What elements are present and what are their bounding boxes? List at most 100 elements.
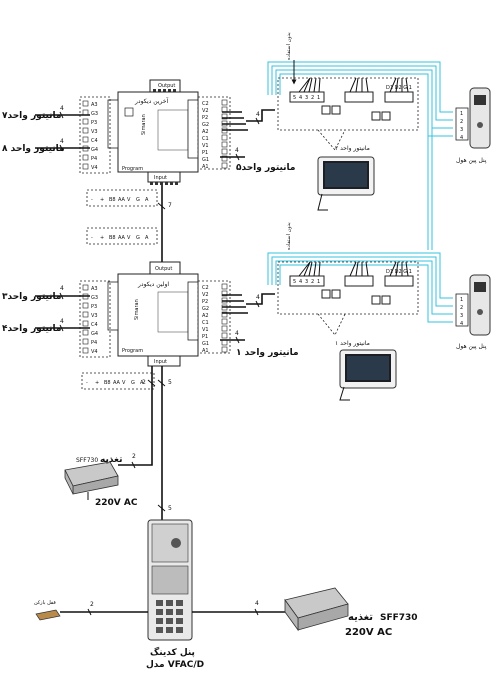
jumper	[331, 105, 341, 115]
input-terminals	[150, 182, 178, 185]
first-decoder-label: اولین دیکودر	[137, 281, 169, 288]
supply-model: SFF730	[76, 457, 98, 464]
monitor-terminal-d	[384, 275, 414, 287]
bus-label: A	[140, 380, 144, 386]
terminal-label: G2	[202, 122, 209, 128]
panel-pin-number: 3	[460, 313, 463, 319]
bus-label: AA	[113, 380, 121, 386]
bus-label: V	[127, 197, 131, 203]
chip	[124, 107, 134, 117]
terminal-screw	[82, 302, 89, 309]
terminal-label: P4	[91, 340, 97, 346]
bus-label: -	[86, 380, 88, 386]
keypad-panel-label: پنل کدینگ	[150, 646, 195, 658]
lock-label: قفل بازکن	[34, 600, 56, 606]
monitor-terminal-number: 1	[317, 95, 320, 101]
bus-label: B8	[109, 235, 116, 241]
monitor-terminal-number: 1	[317, 279, 320, 285]
panel-pin-number: 3	[460, 127, 463, 133]
power-supply-top: SFF730 تغذیه 220V AC	[64, 455, 138, 508]
jumper	[321, 289, 331, 299]
supply-word: تغذیه	[348, 612, 373, 623]
terminal-label: C1	[202, 320, 209, 326]
board-left-strip	[107, 281, 119, 331]
d-labels: D1 D2 G 1	[386, 85, 412, 91]
wire-count: 4	[60, 105, 64, 112]
brand-label: Simaran	[134, 299, 140, 320]
terminal-label: V3	[91, 313, 98, 319]
terminal-screw	[82, 329, 89, 336]
bus-label: B8	[109, 197, 116, 203]
ac-label: 220V AC	[345, 627, 392, 638]
terminal-label: P4	[91, 156, 97, 162]
terminal-screw	[82, 154, 89, 161]
panel-pin-number: 4	[460, 321, 463, 327]
terminal-label: G4	[91, 147, 98, 153]
output-label: Output	[158, 83, 175, 89]
wire-count: 5	[168, 379, 172, 386]
terminal-screw	[221, 311, 228, 318]
bus-label: +	[95, 380, 99, 386]
terminal-screw	[82, 136, 89, 143]
terminal-screw	[82, 338, 89, 345]
wire-count: 4	[256, 111, 260, 118]
wire-count: 4	[60, 318, 64, 325]
monitor1-label: مانیتور واحد ۱	[236, 348, 299, 358]
monitor-unit1-label: مانیتور واحد ۱	[335, 340, 370, 347]
monitor8-label: مانیتور واحد ۸	[2, 144, 65, 154]
bus-label: AA	[118, 197, 126, 203]
keypad-key	[156, 618, 163, 624]
terminal-label: A1	[202, 348, 209, 354]
jumper	[371, 295, 381, 305]
terminal-label: G1	[202, 341, 209, 347]
last-decoder: Output آخرین دیکودر Simaran Program Inpu…	[107, 79, 199, 185]
pin-panel-label: پنل پین هول	[456, 343, 487, 350]
input-label: Input	[154, 175, 167, 181]
keypad-key	[176, 618, 183, 624]
terminal-screw	[221, 283, 228, 290]
jumper	[381, 111, 391, 121]
keypad-key	[176, 609, 183, 615]
monitor5-wiring: 4 مانیتور واحد۵	[220, 147, 296, 173]
wire-count: 2	[132, 453, 136, 460]
terminal-screw	[221, 148, 228, 155]
keypad-key	[166, 618, 173, 624]
monitor-terminal-number: 4	[299, 279, 302, 285]
wire-count: 4	[255, 600, 259, 607]
panel-pin-number: 2	[460, 119, 463, 125]
keypad-key	[156, 600, 163, 606]
monitor8-wiring: 4 مانیتور واحد ۸	[2, 138, 90, 154]
terminal-screw	[221, 113, 228, 120]
door-lock: 2 قفل بازکن	[34, 600, 148, 621]
monitor3-label: مانیتور واحد۳	[2, 292, 62, 302]
wire-count: 4	[60, 138, 64, 145]
bus-label: V	[127, 235, 131, 241]
terminal-screw	[82, 311, 89, 318]
monitor4-wiring: 4 مانیتور واحد۴	[2, 318, 90, 334]
terminal-screw	[82, 284, 89, 291]
monitor-unit1-device	[339, 349, 397, 401]
terminal-screw	[221, 325, 228, 332]
bus-label: A	[145, 235, 149, 241]
terminal-label: A1	[202, 164, 209, 170]
terminal-screw	[221, 162, 228, 169]
terminal-screw	[221, 99, 228, 106]
terminal-screw	[221, 290, 228, 297]
keypad-model-label: مدل VFAC/D	[146, 660, 204, 670]
terminal-screw	[221, 141, 228, 148]
bus-label: +	[100, 235, 104, 241]
terminal-screw	[221, 155, 228, 162]
terminal-label: C1	[202, 136, 209, 142]
ac-label: 220V AC	[95, 498, 138, 508]
output-terminals	[153, 89, 176, 92]
terminal-label: V1	[202, 327, 209, 333]
terminal-screw	[221, 346, 228, 353]
terminal-label: G3	[91, 295, 98, 301]
bus-label: G	[136, 197, 140, 203]
